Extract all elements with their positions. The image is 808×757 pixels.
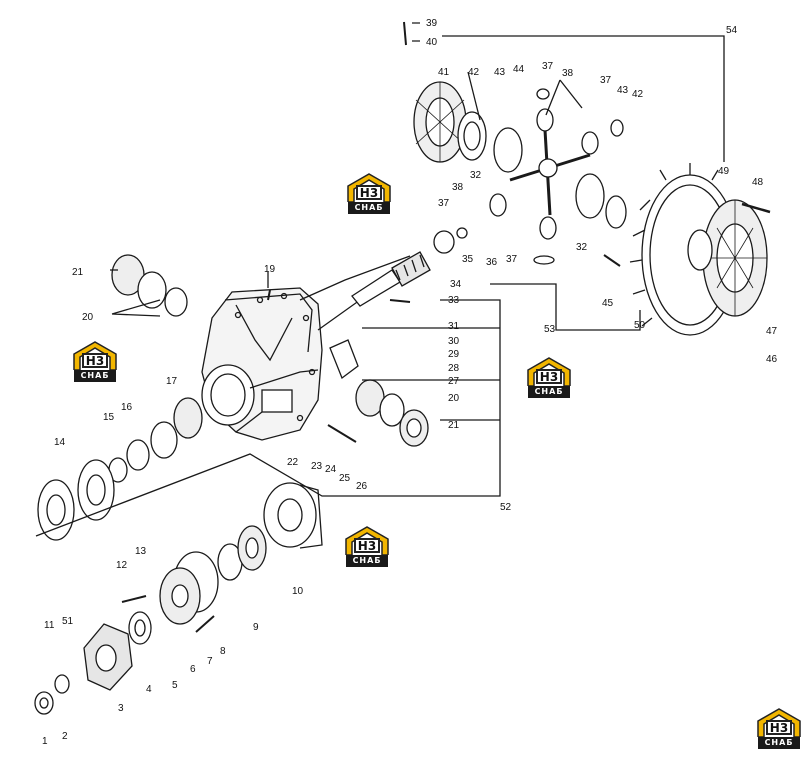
label-54: 54 bbox=[726, 25, 738, 36]
label-8: 8 bbox=[220, 646, 226, 657]
label-20b: 20 bbox=[448, 393, 460, 404]
label-31: 31 bbox=[448, 321, 460, 332]
watermark-mark: H3 bbox=[82, 353, 108, 368]
part-number-labels: 1 2 3 4 5 6 7 8 9 10 11 12 13 14 15 16 1… bbox=[42, 18, 778, 747]
label-22: 22 bbox=[287, 457, 299, 468]
watermark-band: СНАБ bbox=[346, 555, 388, 567]
label-27: 27 bbox=[448, 376, 460, 387]
watermark-band: СНАБ bbox=[528, 386, 570, 398]
label-3: 3 bbox=[118, 703, 124, 714]
yoke-3 bbox=[83, 623, 133, 691]
label-21a: 21 bbox=[72, 267, 84, 278]
label-45: 45 bbox=[602, 298, 614, 309]
bearings-9 bbox=[217, 525, 267, 581]
label-50: 50 bbox=[634, 320, 646, 331]
flange-8 bbox=[159, 551, 219, 625]
watermark-band: СНАБ bbox=[348, 202, 390, 214]
spider-cross bbox=[509, 129, 591, 216]
label-4: 4 bbox=[146, 684, 152, 695]
label-37d: 37 bbox=[506, 254, 518, 265]
watermark-band: СНАБ bbox=[74, 370, 116, 382]
label-17: 17 bbox=[166, 376, 178, 387]
watermark-mark: H3 bbox=[766, 720, 792, 735]
label-52: 52 bbox=[500, 502, 512, 513]
label-37c: 37 bbox=[438, 198, 450, 209]
label-12: 12 bbox=[116, 560, 128, 571]
label-7: 7 bbox=[207, 656, 213, 667]
bearing-set-left bbox=[108, 397, 203, 483]
watermark-logo: H3 СНАБ bbox=[754, 707, 804, 751]
watermark-mark: H3 bbox=[536, 369, 562, 384]
label-28: 28 bbox=[448, 363, 460, 374]
label-25: 25 bbox=[339, 473, 351, 484]
label-39: 39 bbox=[426, 18, 438, 29]
label-19: 19 bbox=[264, 264, 276, 275]
label-48: 48 bbox=[752, 177, 764, 188]
label-42a: 42 bbox=[468, 67, 480, 78]
differential-case-left bbox=[413, 81, 487, 163]
label-24: 24 bbox=[325, 464, 337, 475]
nut-1 bbox=[34, 674, 70, 715]
label-26: 26 bbox=[356, 481, 368, 492]
label-32a: 32 bbox=[470, 170, 482, 181]
watermark-logo: H3 СНАБ bbox=[344, 172, 394, 216]
label-2: 2 bbox=[62, 731, 68, 742]
label-11: 11 bbox=[44, 620, 55, 631]
label-42b: 42 bbox=[632, 89, 644, 100]
label-13: 13 bbox=[135, 546, 147, 557]
axle-housing bbox=[201, 255, 421, 441]
label-16: 16 bbox=[121, 402, 133, 413]
label-1: 1 bbox=[42, 736, 48, 747]
drive-pinion bbox=[351, 251, 431, 307]
label-36: 36 bbox=[486, 257, 498, 268]
label-41: 41 bbox=[438, 67, 450, 78]
label-5: 5 bbox=[172, 680, 178, 691]
label-47: 47 bbox=[766, 326, 778, 337]
flange-14 bbox=[37, 459, 115, 541]
side-gears bbox=[489, 108, 627, 240]
label-15: 15 bbox=[103, 412, 115, 423]
label-53: 53 bbox=[544, 324, 556, 335]
watermark-band: СНАБ bbox=[758, 737, 800, 749]
label-37b: 37 bbox=[600, 75, 612, 86]
label-29: 29 bbox=[448, 349, 460, 360]
ring-gear-assembly bbox=[629, 163, 768, 336]
label-33: 33 bbox=[448, 295, 460, 306]
label-38a: 38 bbox=[562, 68, 574, 79]
watermark-logo: H3 СНАБ bbox=[342, 525, 392, 569]
label-14: 14 bbox=[54, 437, 66, 448]
label-9: 9 bbox=[253, 622, 259, 633]
label-10: 10 bbox=[292, 586, 304, 597]
label-20a: 20 bbox=[82, 312, 94, 323]
watermark-logo: H3 СНАБ bbox=[70, 340, 120, 384]
label-38b: 38 bbox=[452, 182, 464, 193]
label-32b: 32 bbox=[576, 242, 588, 253]
label-23: 23 bbox=[311, 461, 323, 472]
bearing-set-center bbox=[329, 339, 429, 447]
label-21b: 21 bbox=[448, 420, 460, 431]
label-51: 51 bbox=[62, 616, 74, 627]
watermark-logo: H3 СНАБ bbox=[524, 356, 574, 400]
label-34: 34 bbox=[450, 279, 462, 290]
label-49: 49 bbox=[718, 166, 730, 177]
label-44: 44 bbox=[513, 64, 525, 75]
watermark-mark: H3 bbox=[354, 538, 380, 553]
label-30: 30 bbox=[448, 336, 460, 347]
label-6: 6 bbox=[190, 664, 196, 675]
watermark-mark: H3 bbox=[356, 185, 382, 200]
label-43a: 43 bbox=[494, 67, 506, 78]
seal-4 bbox=[128, 611, 152, 645]
label-40: 40 bbox=[426, 37, 438, 48]
label-35: 35 bbox=[462, 254, 474, 265]
label-43b: 43 bbox=[617, 85, 629, 96]
flange-10 bbox=[263, 482, 323, 549]
bearing-set-upper-left bbox=[111, 254, 188, 317]
label-37a: 37 bbox=[542, 61, 554, 72]
label-46: 46 bbox=[766, 354, 778, 365]
